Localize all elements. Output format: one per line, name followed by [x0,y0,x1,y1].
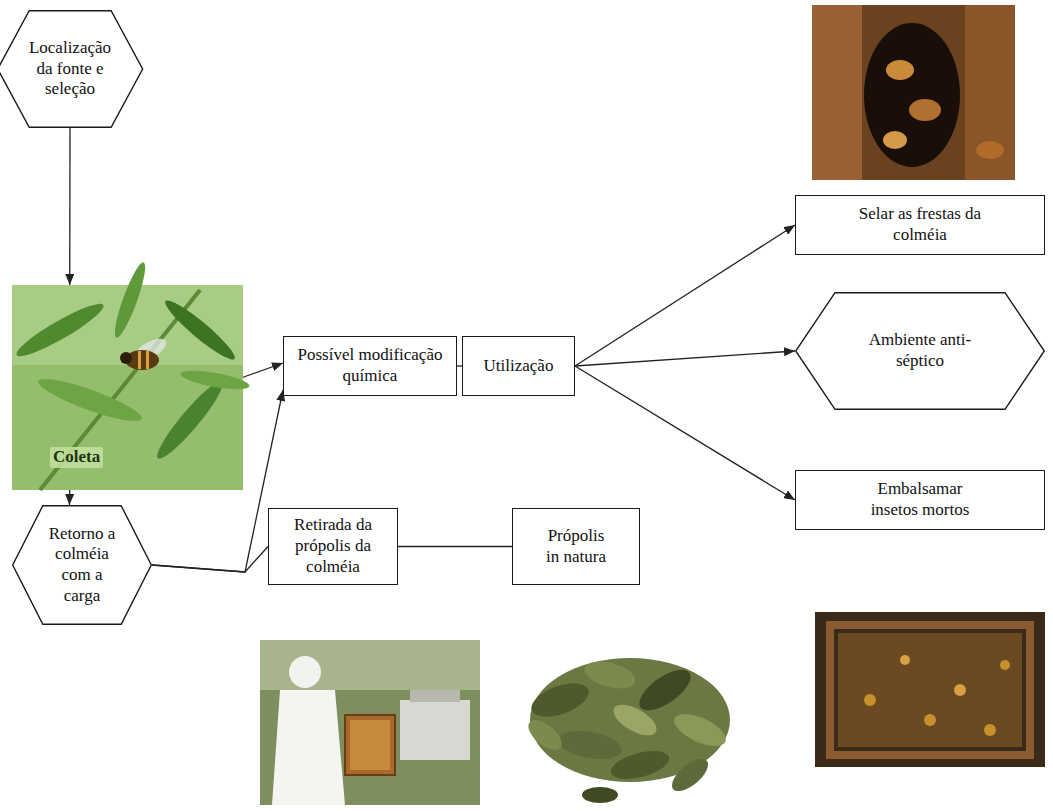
bee [924,714,936,726]
flow-arrow [575,225,795,366]
leaf [12,297,108,363]
photo-sky [260,640,480,690]
hive-lid [410,690,460,702]
propolis-flake [523,714,566,755]
bee [883,131,907,149]
flow-arrow [152,547,268,573]
collection-photo [12,260,251,490]
flow-arrow [575,366,795,500]
propolis-flake [582,787,618,803]
bee [954,684,966,696]
use-hexagon: Ambiente anti-séptico [795,292,1045,410]
hexagon-shape [13,506,152,625]
propolis-patch [976,141,1004,159]
process-box: Utilização [462,336,575,396]
propolis-flake [633,662,697,718]
wood [812,5,862,180]
propolis-flake [667,753,714,797]
comb-frame [345,715,395,775]
bee-head [120,352,132,364]
photo-ground [260,640,480,805]
leaf [179,367,250,393]
flow-arrow [575,351,795,366]
propolis-flake [582,657,638,694]
hive-frame-photo [815,612,1045,767]
flow-arrow [152,390,283,572]
bee [886,60,914,80]
comb [350,720,390,770]
beekeeper-suit [272,690,345,805]
propolis-flake [609,698,662,741]
bee [1000,660,1010,670]
propolis-flake [556,727,624,764]
node-label: Retirada da própolis da colméia [281,515,386,577]
hive-crack-photo [812,5,1015,180]
flow-arrow [243,363,283,377]
flow-arrow [69,490,71,505]
comb [838,633,1022,747]
node-label: Selar as frestas da colméia [840,204,1000,245]
hive-hole [864,23,960,167]
node-label: Utilização [484,356,554,377]
propolis-flake [527,677,593,724]
bee [984,724,996,736]
veil [289,656,321,688]
node-label: Ambiente anti-séptico [865,330,975,371]
propolis-flake [670,707,731,752]
photo-ground [815,612,1045,767]
bee [900,655,910,665]
frame-wood [830,625,1030,755]
node-label: Possível modificação química [291,345,449,386]
use-box: Selar as frestas da colméia [795,195,1045,255]
node-label: Retorno a colméia com a carga [43,524,121,607]
product-box: Própolis in natura [512,508,640,585]
wood [965,5,1015,180]
propolis-flake [608,746,672,785]
node-label: Localização da fonte e seleção [25,38,115,100]
photo-node: Coleta [12,285,243,490]
hive-box [400,700,470,760]
process-box: Retirada da própolis da colméia [268,508,398,585]
start-hexagon: Localização da fonte e seleção [0,10,143,128]
hexagon-shape [0,11,142,128]
beekeeper-photo [260,640,480,805]
bee [864,694,876,706]
photo-ground [812,5,1015,180]
use-box: Embalsamar insetos mortos [795,470,1045,530]
hexagon-shape [796,293,1045,410]
propolis-photo [523,657,730,803]
leaf [160,295,239,365]
flow-arrow [398,546,512,547]
leaf [151,376,229,464]
step-hexagon: Retorno a colméia com a carga [12,505,152,625]
bee-stripe [146,351,149,369]
leaf [35,372,145,428]
bee [909,99,941,121]
leaf [110,260,151,340]
node-label: Embalsamar insetos mortos [855,479,985,520]
process-box: Possível modificação química [283,336,457,396]
bee-stripe [138,351,141,369]
node-label: Coleta [50,447,103,468]
flow-arrow [69,128,71,285]
node-label: Própolis in natura [541,526,611,567]
